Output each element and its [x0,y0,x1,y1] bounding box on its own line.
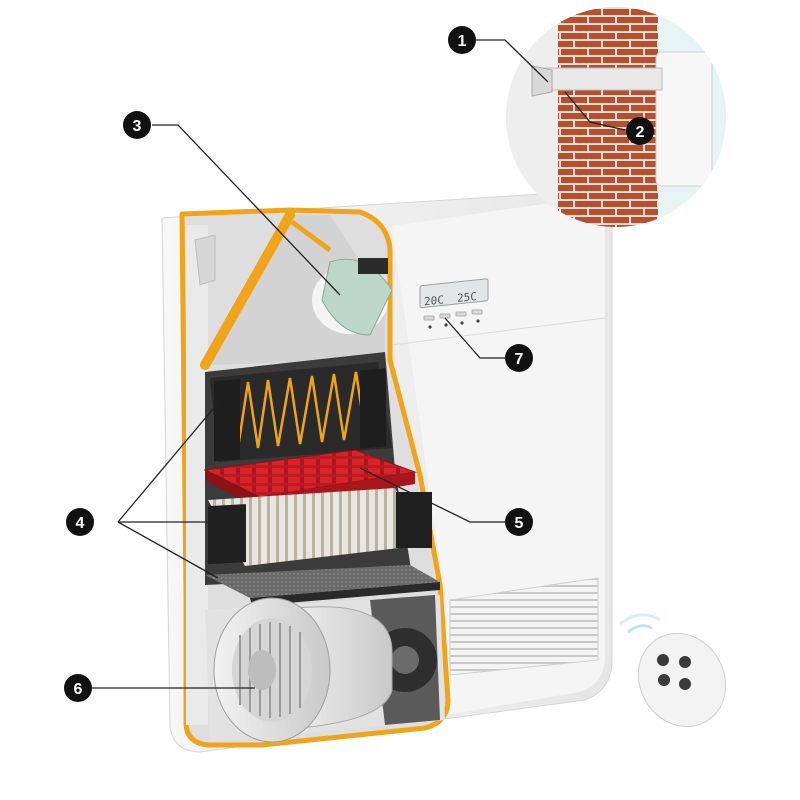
callout-6: 6 [64,674,92,702]
panel-indicator-dots [428,319,480,329]
lcd-display [419,278,489,309]
intake-flap [312,258,393,336]
brick-wall [558,7,658,227]
cutaway-interior [179,207,451,748]
callout-3: 3 [123,111,151,139]
callout-number: 2 [636,124,645,141]
callout-4: 4 [66,508,94,536]
mesh-filter-tray [205,565,440,606]
callout-7: 7 [505,344,533,372]
panel-buttons [423,309,483,321]
duct-pipe [539,67,663,91]
lower-filter [208,488,432,566]
callout-5: 5 [505,508,533,536]
remote-control [619,613,727,728]
callout-number: 5 [515,515,524,532]
exhaust-grille [449,577,599,676]
callout-number: 7 [515,351,524,368]
callout-number: 1 [458,33,467,50]
fan-assembly [213,595,440,743]
callout-number: 6 [74,681,83,698]
upper-filter [210,362,392,462]
callout-number: 3 [133,118,142,135]
callout-1: 1 [448,26,476,54]
lcd-right-reading: 25C [457,290,477,305]
control-panel: 20C 25C [419,278,489,329]
callout-number: 4 [76,515,85,532]
leader-lines [92,39,626,689]
callout-2: 2 [626,117,654,145]
lcd-left-reading: 20C [424,293,444,308]
